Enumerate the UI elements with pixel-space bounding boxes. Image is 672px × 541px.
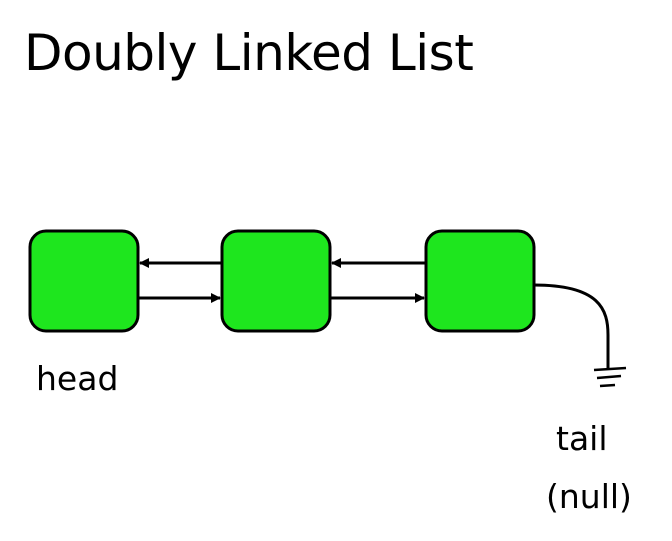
node-2 xyxy=(220,229,332,333)
page-title: Doubly Linked List xyxy=(24,24,474,82)
null-label: (null) xyxy=(546,477,632,516)
null-ground-icon xyxy=(593,366,627,388)
tail-next-link xyxy=(533,283,610,368)
head-label: head xyxy=(36,359,119,398)
node-3 xyxy=(424,229,536,333)
tail-label: tail xyxy=(556,419,608,458)
node-1 xyxy=(28,229,140,333)
